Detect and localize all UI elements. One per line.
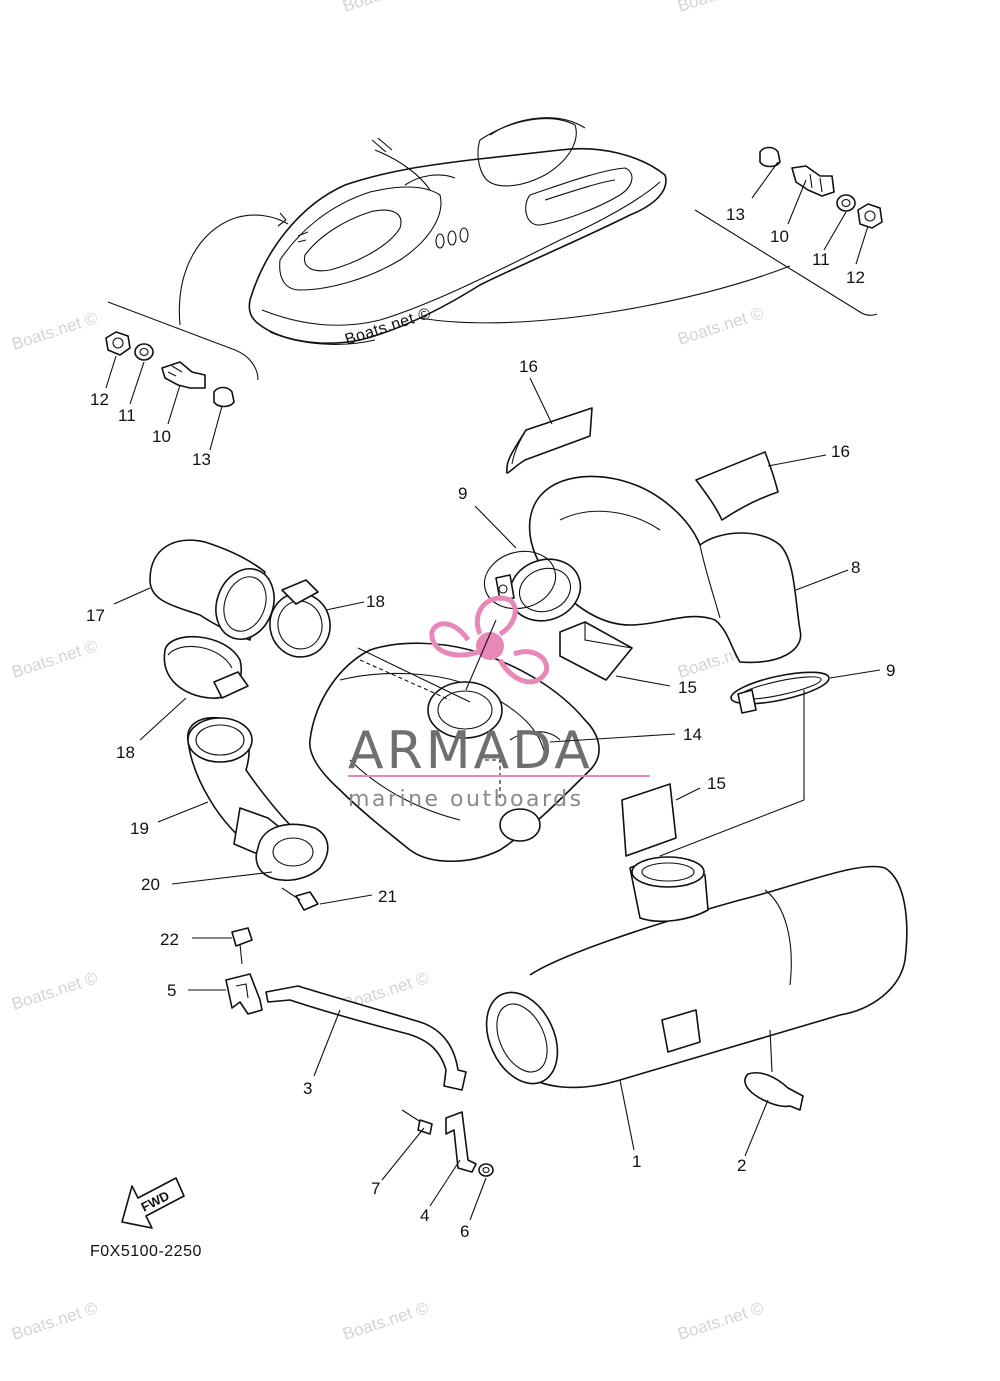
callout-10: 10 [770,227,789,246]
hose-clamp-18-upper [269,579,331,658]
callout-1: 1 [632,1152,641,1171]
watercraft-illustration: Boats.net © [248,117,667,349]
guide-lines [107,209,878,381]
callout-9: 9 [886,661,895,680]
callout-13: 13 [192,450,211,469]
bracket-2 [744,1072,804,1111]
callout-22: 22 [160,930,179,949]
diagram-code: F0X5100-2250 [90,1243,202,1260]
bolt-21 [281,887,319,911]
hose-clamp-9-right [730,671,830,714]
callout-16: 16 [831,442,850,461]
watermark: Boats.net © [340,1298,431,1344]
protector-16-right [695,451,779,521]
callout-19: 19 [130,819,149,838]
callout-labels: 13 10 11 12 12 11 10 13 16 16 9 8 17 18 … [86,205,895,1241]
callout-12: 12 [90,390,109,409]
brand-watermark: ARMADA marine outboards [348,595,650,812]
callout-7: 7 [371,1179,380,1198]
watermark: Boats.net © [9,308,100,354]
protector-15-upper [559,621,633,681]
watermark: Boats.net © [9,968,100,1014]
exhaust-hose-8 [508,475,802,664]
callout-15: 15 [707,774,726,793]
hose-clamp-18-lower [163,635,249,699]
callout-21: 21 [378,887,397,906]
drain-plug-group-right [759,146,883,229]
hose-clamp-9-top [483,550,557,610]
bolt-22 [231,927,253,965]
bracket-4 [445,1111,477,1173]
water-lock-14 [309,642,600,863]
rivet-7 [401,1109,433,1135]
watermark: Boats.net © [9,1298,100,1344]
callout-12: 12 [846,268,865,287]
callout-2: 2 [737,1156,746,1175]
propeller-logo-icon [429,595,550,685]
callout-17: 17 [86,606,105,625]
callout-18: 18 [116,743,135,762]
exhaust-pipe-17 [149,539,275,641]
clip-5 [225,973,263,1015]
brand-tagline: marine outboards [348,787,584,812]
washer-6 [478,1163,494,1177]
callout-5: 5 [167,981,176,1000]
callout-4: 4 [420,1206,429,1225]
callout-9: 9 [458,484,467,503]
watermark: Boats.net © [675,0,766,16]
callout-14: 14 [683,725,702,744]
callout-18: 18 [366,592,385,611]
protector-15-lower [621,783,677,857]
watermark: Boats.net © [9,636,100,682]
muffler-1 [485,856,908,1089]
watermark: Boats.net © [675,303,766,349]
leader-lines [105,161,881,1221]
callout-6: 6 [460,1222,469,1241]
protector-16-top [505,407,593,474]
callout-16: 16 [519,357,538,376]
callout-11: 11 [118,406,136,425]
watermark: Boats.net © [675,1298,766,1344]
fwd-arrow-icon: FWD [121,1177,185,1229]
watermark: Boats.net © [340,0,431,16]
callout-3: 3 [303,1079,312,1098]
callout-20: 20 [141,875,160,894]
drain-plug-group-left [105,331,235,408]
gasket-20 [255,823,329,882]
brand-name: ARMADA [348,721,593,781]
callout-15: 15 [678,678,697,697]
callout-8: 8 [851,558,860,577]
stay-3 [265,985,467,1091]
callout-13: 13 [726,205,745,224]
callout-10: 10 [152,427,171,446]
callout-11: 11 [812,250,830,269]
